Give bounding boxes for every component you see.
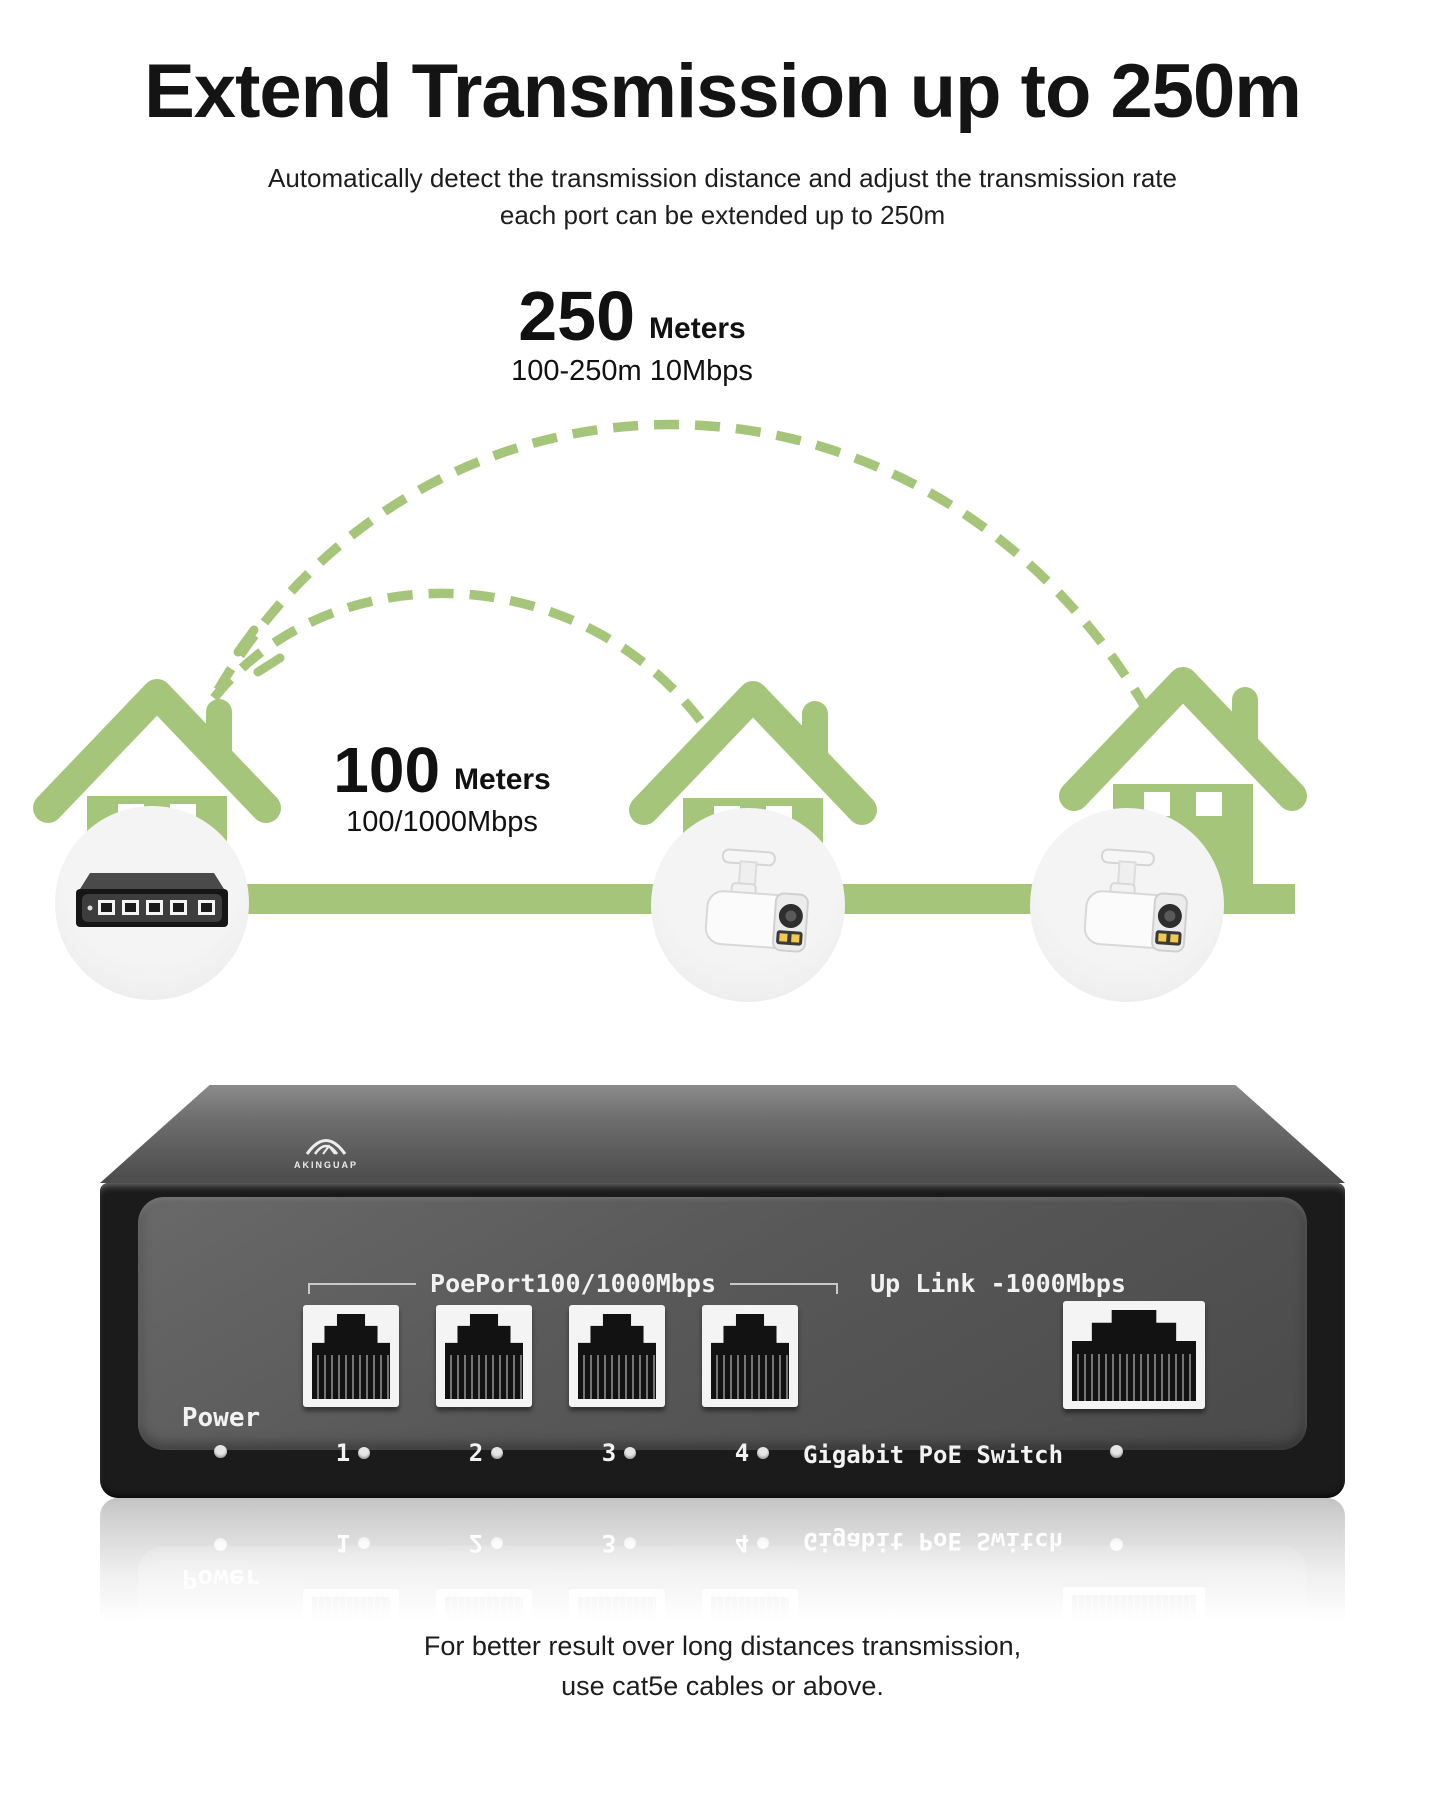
port-led-1 <box>358 1447 371 1459</box>
footer-line-2: use cat5e cables or above. <box>561 1671 884 1701</box>
bracket-line-left <box>308 1282 417 1294</box>
port-led-2 <box>491 1447 504 1459</box>
distance-100-value: 100 <box>333 734 441 806</box>
distance-100-detail: 100/1000Mbps <box>346 806 538 838</box>
port-number-1-text: 1 <box>335 1439 351 1467</box>
poe-ports-group-label: PoePort100/1000Mbps <box>308 1269 839 1298</box>
subtitle-line-2: each port can be extended up to 250m <box>499 200 946 230</box>
device-circle-camera <box>1030 808 1224 1002</box>
port-number-3: 3 <box>588 1439 650 1467</box>
port-number-4-text: 4 <box>734 1439 750 1467</box>
device-circle-camera <box>651 808 845 1002</box>
footer-line-1: For better result over long distances tr… <box>423 1631 1022 1661</box>
brand-logo: AKINGUAP <box>278 1135 374 1170</box>
model-label: Gigabit PoE Switch <box>802 1441 1064 1469</box>
rj45-uplink-port <box>1063 1301 1205 1409</box>
brand-name: AKINGUAP <box>293 1160 358 1170</box>
port-number-2: 2 <box>455 1439 517 1467</box>
page-title: Extend Transmission up to 250m <box>144 49 1302 134</box>
page-subtitle: Automatically detect the transmission di… <box>0 160 1445 234</box>
bracket-line-right <box>730 1282 839 1294</box>
distance-250-label: 250 Meters 100-250m 10Mbps <box>392 281 872 388</box>
rj45-port-2 <box>436 1305 532 1407</box>
switch-top-face: AKINGUAP <box>100 1085 1345 1183</box>
distance-100-unit: Meters <box>454 763 551 796</box>
camera-icon <box>704 848 809 952</box>
switch-reflection: PoePort100/1000Mbps Up Link -1000Mbps Po… <box>100 1498 1345 1648</box>
switch-device-icon <box>76 873 228 927</box>
rj45-port-3 <box>569 1305 665 1407</box>
rj45-port-1 <box>303 1305 399 1407</box>
port-led-3 <box>624 1447 637 1459</box>
footer-note: For better result over long distances tr… <box>0 1626 1445 1706</box>
distance-250-value: 250 <box>518 277 636 355</box>
reflection-fade-overlay <box>100 1498 1345 1648</box>
port-number-2-text: 2 <box>468 1439 484 1467</box>
rj45-port-4 <box>702 1305 798 1407</box>
uplink-led <box>1110 1445 1123 1458</box>
power-label: Power <box>181 1403 261 1433</box>
signal-spark-icon <box>233 625 285 677</box>
poe-ports-label: PoePort100/1000Mbps <box>430 1269 716 1298</box>
brand-logo-icon <box>305 1139 347 1155</box>
port-led-4 <box>757 1447 770 1459</box>
port-number-3-text: 3 <box>601 1439 617 1467</box>
port-number-1: 1 <box>322 1439 384 1467</box>
port-number-4: 4 <box>721 1439 783 1467</box>
distance-100-label: 100 Meters 100/1000Mbps <box>232 738 652 839</box>
subtitle-line-1: Automatically detect the transmission di… <box>267 163 1177 193</box>
poe-switch-product: AKINGUAP PoePort100/1000Mbps Up Link -10… <box>100 1085 1345 1498</box>
camera-icon <box>1083 848 1188 952</box>
power-led <box>214 1445 227 1458</box>
distance-250-unit: Meters <box>649 312 746 345</box>
transmission-arc-100m <box>210 588 707 727</box>
distance-250-detail: 100-250m 10Mbps <box>511 355 753 387</box>
transmission-arc-250m <box>213 419 1153 715</box>
uplink-label: Up Link -1000Mbps <box>870 1269 1126 1298</box>
switch-front-panel: PoePort100/1000Mbps Up Link -1000Mbps Po… <box>138 1197 1307 1469</box>
device-circle-switch <box>55 806 249 1000</box>
